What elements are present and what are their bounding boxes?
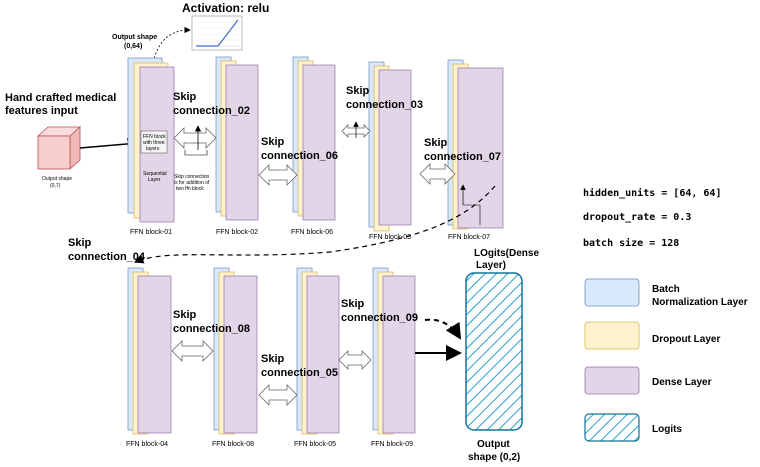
ffn-block-02-stack	[215, 56, 259, 221]
skip-arrow-09	[338, 350, 372, 370]
label-ffn-block-09: FFN block-09	[371, 441, 413, 448]
logits-title-line2: Layer)	[476, 260, 506, 271]
logits-box	[465, 272, 523, 431]
ffn-block-note-box	[140, 130, 168, 154]
label-ffn-block-05: FFN block-05	[294, 441, 336, 448]
ffn-block-09-stack	[372, 267, 416, 435]
skip-arrow-06	[258, 164, 298, 186]
logits-shape-line1: Output	[477, 439, 510, 450]
legend-swatch-dropout	[584, 321, 640, 350]
skip-06-line1: Skip	[261, 136, 285, 148]
hidden-units-text: hidden_units = [64, 64]	[583, 187, 721, 199]
skip-02-line1: Skip	[173, 91, 197, 103]
logits-title-line1: LOgits(Dense	[474, 248, 539, 259]
ffn-block-05-stack	[296, 267, 340, 435]
legend-swatch-batch-norm	[584, 278, 640, 307]
skip-03-line2: connection_03	[346, 99, 423, 111]
logits-dashed-arrow	[424, 318, 462, 340]
skip-arrow-02-bracket	[184, 150, 208, 156]
activation-title: Activation: relu	[182, 1, 269, 15]
skip-arrow-07	[419, 163, 456, 185]
skip-arrow-05	[258, 384, 298, 406]
label-ffn-block-07: FFN block-07	[448, 234, 490, 241]
skip-arrow-08	[171, 340, 214, 362]
input-label-line2: features input	[5, 105, 78, 117]
label-ffn-block-04: FFN block-04	[126, 441, 168, 448]
legend-dropout: Dropout Layer	[652, 334, 720, 345]
input-cube	[36, 126, 82, 170]
skip-03-line1: Skip	[346, 85, 370, 97]
skip-02-line2: connection_02	[173, 105, 250, 117]
skip-08-line1: Skip	[173, 309, 197, 321]
sequential-line2: Layer	[148, 177, 161, 183]
skip-04-line2: connection_04	[68, 251, 146, 263]
batch-size-text: batch size = 128	[583, 237, 679, 249]
ffn-block-04-stack	[127, 267, 172, 435]
skip-07-line2: connection_07	[424, 151, 501, 163]
legend-swatch-dense	[584, 366, 640, 395]
ffn-block-08-stack	[213, 267, 258, 435]
row-connector-dashed	[133, 185, 496, 264]
label-ffn-block-03: FFN block-03	[369, 234, 411, 241]
skip-note-line2: is for addition of	[174, 180, 210, 186]
sequential-line1: Sequential	[143, 171, 167, 177]
ffn-note-line3: layers	[146, 146, 160, 152]
dropout-rate-text: dropout_rate = 0.3	[583, 212, 691, 223]
input-shape-label: Output shape	[42, 176, 72, 182]
relu-plot-thumbnail	[191, 15, 243, 51]
ffn-note-line2: with three	[143, 140, 165, 146]
ffn-block-03-stack	[368, 61, 412, 232]
legend-swatch-logits	[584, 413, 640, 442]
ffn-block-06-stack	[292, 56, 336, 221]
skip-note-line1: Skip connection	[174, 174, 210, 180]
legend-logits: Logits	[652, 424, 682, 435]
skip-09-line1: Skip	[341, 298, 365, 310]
label-ffn-block-06: FFN block-06	[291, 229, 333, 236]
output-shape-pointer	[151, 26, 191, 67]
legend-batch-norm-line1: Batch	[652, 284, 680, 295]
skip-04-line1: Skip	[68, 237, 92, 249]
input-label-line1: Hand crafted medical	[5, 92, 116, 104]
skip-arrow-02	[173, 127, 217, 149]
label-ffn-block-01: FFN block-01	[130, 229, 172, 236]
skip-09-line2: connection_09	[341, 312, 418, 324]
legend-batch-norm-line2: Normalization Layer	[652, 297, 748, 308]
output-shape-top-line1: Output shape	[112, 34, 157, 41]
ffn-block-07-stack	[447, 59, 504, 230]
ffn-note-line1: FFN block	[143, 134, 166, 140]
legend-dense: Dense Layer	[652, 377, 712, 388]
skip-08-line2: connection_08	[173, 323, 250, 335]
skip-05-line1: Skip	[261, 353, 285, 365]
skip-note-line3: two ffn block	[176, 186, 204, 192]
skip-05-line2: connection_05	[261, 367, 338, 379]
label-ffn-block-08: FFN block-08	[212, 441, 254, 448]
skip-06-line2: connection_06	[261, 150, 338, 162]
skip-arrow-07-bracket	[463, 204, 481, 225]
logits-shape-line2: shape (0,2)	[468, 452, 520, 463]
input-shape-value: (0,7)	[50, 183, 61, 189]
label-ffn-block-02: FFN block-02	[216, 229, 258, 236]
skip-07-line1: Skip	[424, 137, 448, 149]
output-shape-top-line2: (0,64)	[124, 43, 142, 50]
